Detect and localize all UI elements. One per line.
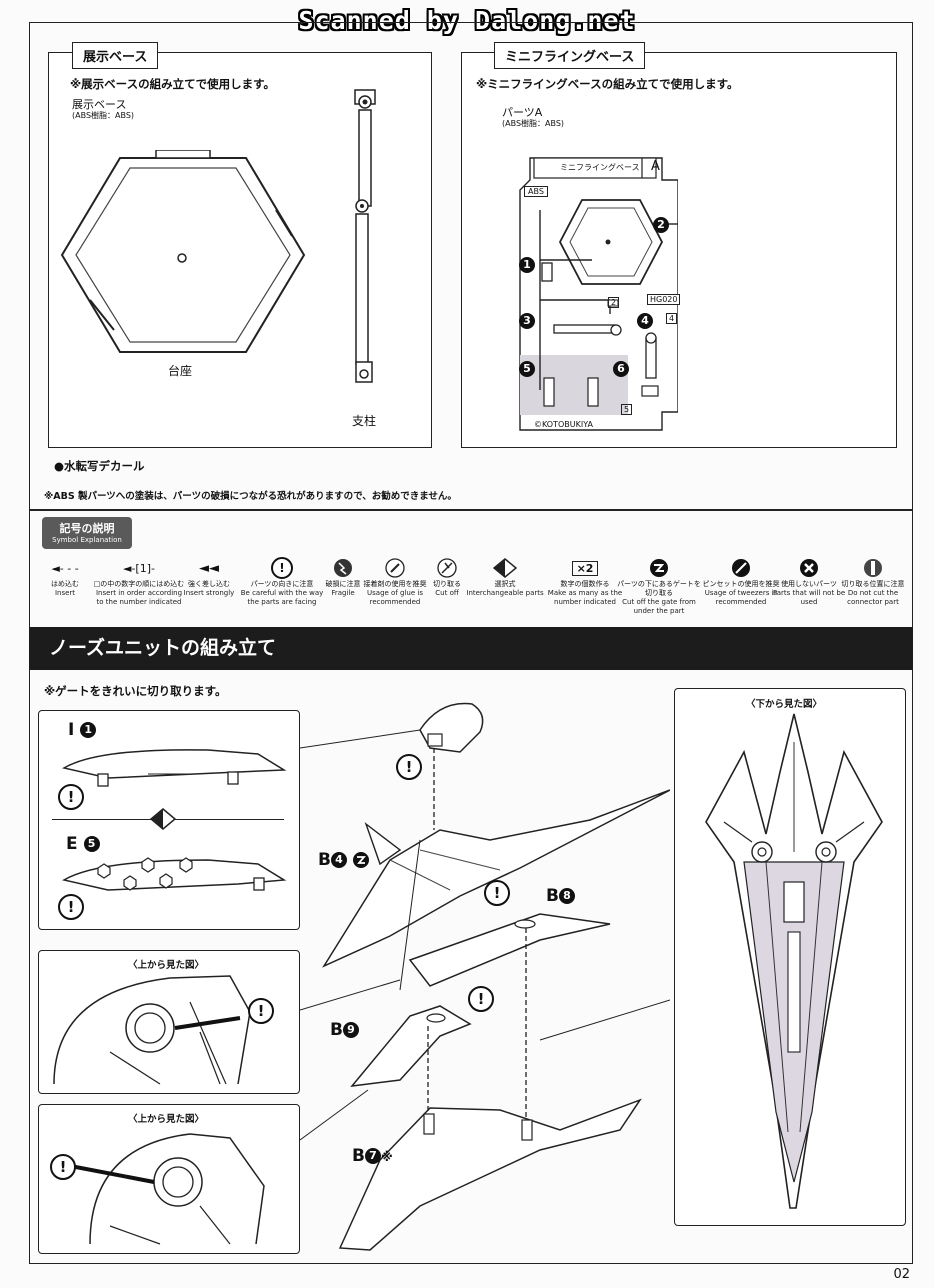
legend-orientation: ! パーツの向きに注意 Be careful with the way the … [234,556,330,607]
post-drawing [354,89,376,383]
legend-not-used: 使用しないパーツ Parts that will not be used [766,556,852,607]
caution-icon-inset2: ! [58,894,84,920]
nose-unit-note: ※ゲートをきれいに切り取ります。 [44,684,227,698]
part-i1-drawing [61,749,287,787]
legend-gate-under: パーツの下にあるゲートを切り取る Cut off the gate from u… [616,556,702,616]
bottom-view-drawing [705,713,883,1209]
insert-order-arrow-icon: ◄-[1]- [123,561,155,575]
mini-flying-base-tab: ミニフライングベース [494,42,646,69]
gate-number-4: 4 [637,310,653,329]
top-view-2-title: 〈上から見た図〉 [128,1114,205,1125]
insert-arrow-icon: ◄- - - [51,561,79,575]
runner-code: HG020 [647,294,681,305]
gate-number-5: 5 [519,358,535,377]
legend-cut-off: 切り取る Cut off [404,556,490,598]
legend-insert-order: ◄-[1]- □の中の数字の順にはめ込む Insert in order acc… [92,556,186,607]
tweezers-icon [732,559,750,577]
runner-letter: A [651,159,660,174]
section-divider [29,509,913,511]
inset2-label: E 5 [66,834,100,854]
top-view-1-title: 〈上から見た図〉 [128,960,205,971]
caution-icon-b9: ! [468,986,494,1012]
caution-icon-top-view-1: ! [248,998,274,1024]
mini-flying-part-name: パーツA [502,106,543,119]
gate-cut-icon [650,559,668,577]
hexagon-base-drawing [60,150,306,353]
part-e5-drawing [61,857,287,891]
multiply-icon: ×2 [571,560,599,576]
runner-copyright: ©KOTOBUKIYA [534,420,593,429]
display-base-part-name: 展示ベース [72,98,127,111]
legend-interchangeable: 選択式 Interchangeable parts [462,556,548,598]
fragile-icon [334,559,352,577]
symbol-legend-title: 記号の説明 Symbol Explanation [42,517,132,549]
gate-number-6: 6 [613,358,629,377]
caution-icon-cap: ! [396,754,422,780]
mini-flying-material: (ABS樹脂：ABS) [502,119,565,128]
legend-insert: ◄- - - はめ込む Insert [22,556,108,598]
legend-insert-strongly: ◄◄ 強く差し込む Insert strongly [166,556,252,598]
runner-drawing [519,157,678,431]
connector-icon [864,559,882,577]
runner-small-number-5: 5 [621,404,633,415]
runner-small-number-2: 2 [608,297,620,308]
legend-make-many: ×2 数字の個数作る Make as many as the number in… [547,560,623,606]
double-arrow-icon: ◄◄ [199,560,219,576]
legend-tweezers: ピンセットの使用を推奨 Usage of tweezers is recomme… [698,556,784,607]
label-post: 支柱 [352,414,377,428]
caution-icon-top-view-2: ! [50,1154,76,1180]
decal-note: ●水転写デカール [54,459,145,473]
runner-tag: ABS [524,186,548,197]
bottom-view-title: 〈下から見た図〉 [746,699,823,710]
gate-number-1: 1 [519,254,535,273]
nose-unit-assembly-drawing [300,702,670,1251]
top-view-2-drawing [59,1133,265,1245]
caution-icon-inset1: ! [58,784,84,810]
legend-title-jp: 記号の説明 [59,522,115,535]
top-view-1-drawing [53,975,251,1085]
legend-fragile: 破損に注意 Fragile [300,556,386,598]
choice-icon [493,558,517,578]
abs-warning-note: ※ABS 製パーツへの塗装は、パーツの破損につながる恐れがありますので、お勧めで… [44,491,457,502]
legend-connector: 切り取る位置に注意 Do not cut the connector part [830,556,916,607]
label-base: 台座 [168,364,193,378]
gate-cut-icon [352,852,369,868]
display-base-tab: 展示ベース [72,42,159,69]
runner-title: ミニフライングベース [560,163,640,172]
gate-number-3: 3 [519,310,535,329]
caution-icon-b8: ! [484,880,510,906]
mini-flying-base-note: ※ミニフライングベースの組み立てで使用します。 [476,77,739,91]
inset1-label: I 1 [68,720,97,740]
runner-small-number-4: 4 [666,313,678,324]
legend-title-en: Symbol Explanation [52,536,122,544]
page-number: 02 [893,1267,910,1282]
caution-icon: ! [271,557,293,579]
not-used-icon [800,559,818,577]
display-base-material: (ABS樹脂：ABS) [72,111,135,120]
gate-number-2: 2 [653,214,669,233]
watermark: Scanned by Dalong.net [298,6,636,35]
cut-icon [437,558,457,578]
glue-icon [385,558,405,578]
choice-icon-inset [150,808,176,830]
legend-glue: 接着剤の使用を推奨 Usage of glue is recommended [352,556,438,607]
nose-unit-title: ノーズユニットの組み立て [29,627,913,670]
display-base-note: ※展示ベースの組み立てで使用します。 [70,77,275,91]
